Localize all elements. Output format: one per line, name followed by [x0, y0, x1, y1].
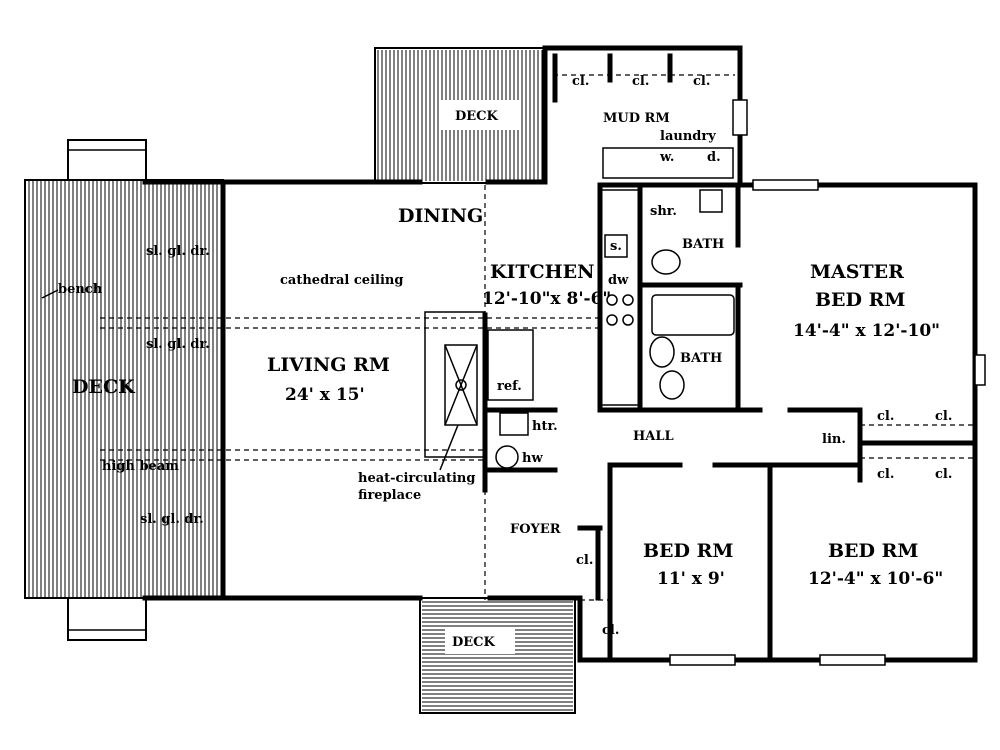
refrigerator-label: ref. [497, 379, 522, 394]
closet-mud-3: cl. [693, 74, 710, 89]
deck-bottom-label: DECK [452, 635, 496, 650]
bedroom3-label: BED RM [828, 540, 918, 562]
bathtub-icon [651, 294, 735, 336]
deck-stair-top [67, 139, 147, 181]
burner-icon [606, 294, 618, 306]
closet-mud-1: cl. [572, 74, 589, 89]
closet-master-2: cl. [935, 409, 952, 424]
hot-water-label: hw [522, 451, 543, 466]
slider-note-3: sl. gl. dr. [140, 512, 204, 527]
labels: DECK DECK DECK MUD RM laundry w. d. DINI… [41, 74, 952, 650]
bath-upper-label: BATH [682, 237, 724, 252]
slider-note-1: sl. gl. dr. [146, 244, 210, 259]
lavatory-icon [649, 336, 675, 368]
fireplace-note-line2: fireplace [358, 488, 421, 503]
high-beam-note: high beam [102, 459, 179, 474]
fireplace-icon [444, 344, 478, 426]
deck-stair-bottom [67, 597, 147, 641]
bedroom2-dimensions: 11' x 9' [657, 569, 725, 589]
kitchen-dimensions: 12'-10"x 8'-6" [482, 289, 611, 309]
heater-icon [499, 412, 529, 436]
master-window-top [752, 179, 819, 191]
closet-foyer: cl. [576, 553, 593, 568]
bench-note: bench [58, 282, 103, 297]
toilet-icon-lower [659, 370, 685, 400]
beam-lines [100, 74, 975, 601]
top-deck [374, 47, 546, 184]
laundry-counter [602, 147, 734, 179]
deck-left-label: DECK [72, 376, 136, 398]
refrigerator-icon [487, 329, 534, 401]
living-room-dimensions: 24' x 15' [285, 385, 365, 405]
linen-label: lin. [822, 432, 846, 447]
bed3-window [819, 654, 886, 666]
master-dimensions: 14'-4" x 12'-10" [793, 321, 940, 341]
left-deck [24, 139, 224, 641]
sink-icon [604, 234, 628, 258]
bottom-deck [419, 597, 576, 714]
master-window [974, 354, 986, 386]
master-label-line1: MASTER [810, 261, 904, 283]
dining-label: DINING [398, 205, 483, 227]
dishwasher-label: dw [608, 273, 629, 288]
slider-note-2: sl. gl. dr. [146, 337, 210, 352]
fireplace-note-line1: heat-circulating [358, 471, 475, 486]
shower-label: shr. [650, 204, 677, 219]
master-label-line2: BED RM [815, 289, 905, 311]
fixtures [220, 99, 986, 666]
heater-label: htr. [532, 419, 558, 434]
closet-master-1: cl. [877, 409, 894, 424]
mud-window [732, 99, 748, 136]
toilet-icon-upper [651, 249, 681, 275]
closet-bed3-2: cl. [935, 467, 952, 482]
kitchen-label: KITCHEN [490, 261, 594, 283]
living-room-label: LIVING RM [267, 354, 390, 376]
cathedral-ceiling-note: cathedral ceiling [280, 273, 403, 288]
water-heater-icon [495, 445, 519, 469]
kitchen-counter [599, 189, 641, 406]
sink-label: s. [610, 239, 622, 254]
closet-bed2: cl. [602, 623, 619, 638]
dryer-label: d. [707, 150, 721, 165]
shower-icon [699, 189, 723, 213]
closet-mud-2: cl. [632, 74, 649, 89]
mud-room-label: MUD RM [603, 111, 670, 126]
washer-label: w. [659, 150, 674, 165]
fireplace-hearth [424, 311, 486, 458]
deck-top-label: DECK [455, 109, 499, 124]
bath-lower-label: BATH [680, 351, 722, 366]
hall-label: HALL [633, 429, 674, 444]
laundry-label: laundry [660, 129, 716, 144]
bedroom2-label: BED RM [643, 540, 733, 562]
closet-bed3-1: cl. [877, 467, 894, 482]
bedroom3-dimensions: 12'-4" x 10'-6" [808, 569, 943, 589]
bed2-window [669, 654, 736, 666]
foyer-label: FOYER [510, 522, 561, 537]
